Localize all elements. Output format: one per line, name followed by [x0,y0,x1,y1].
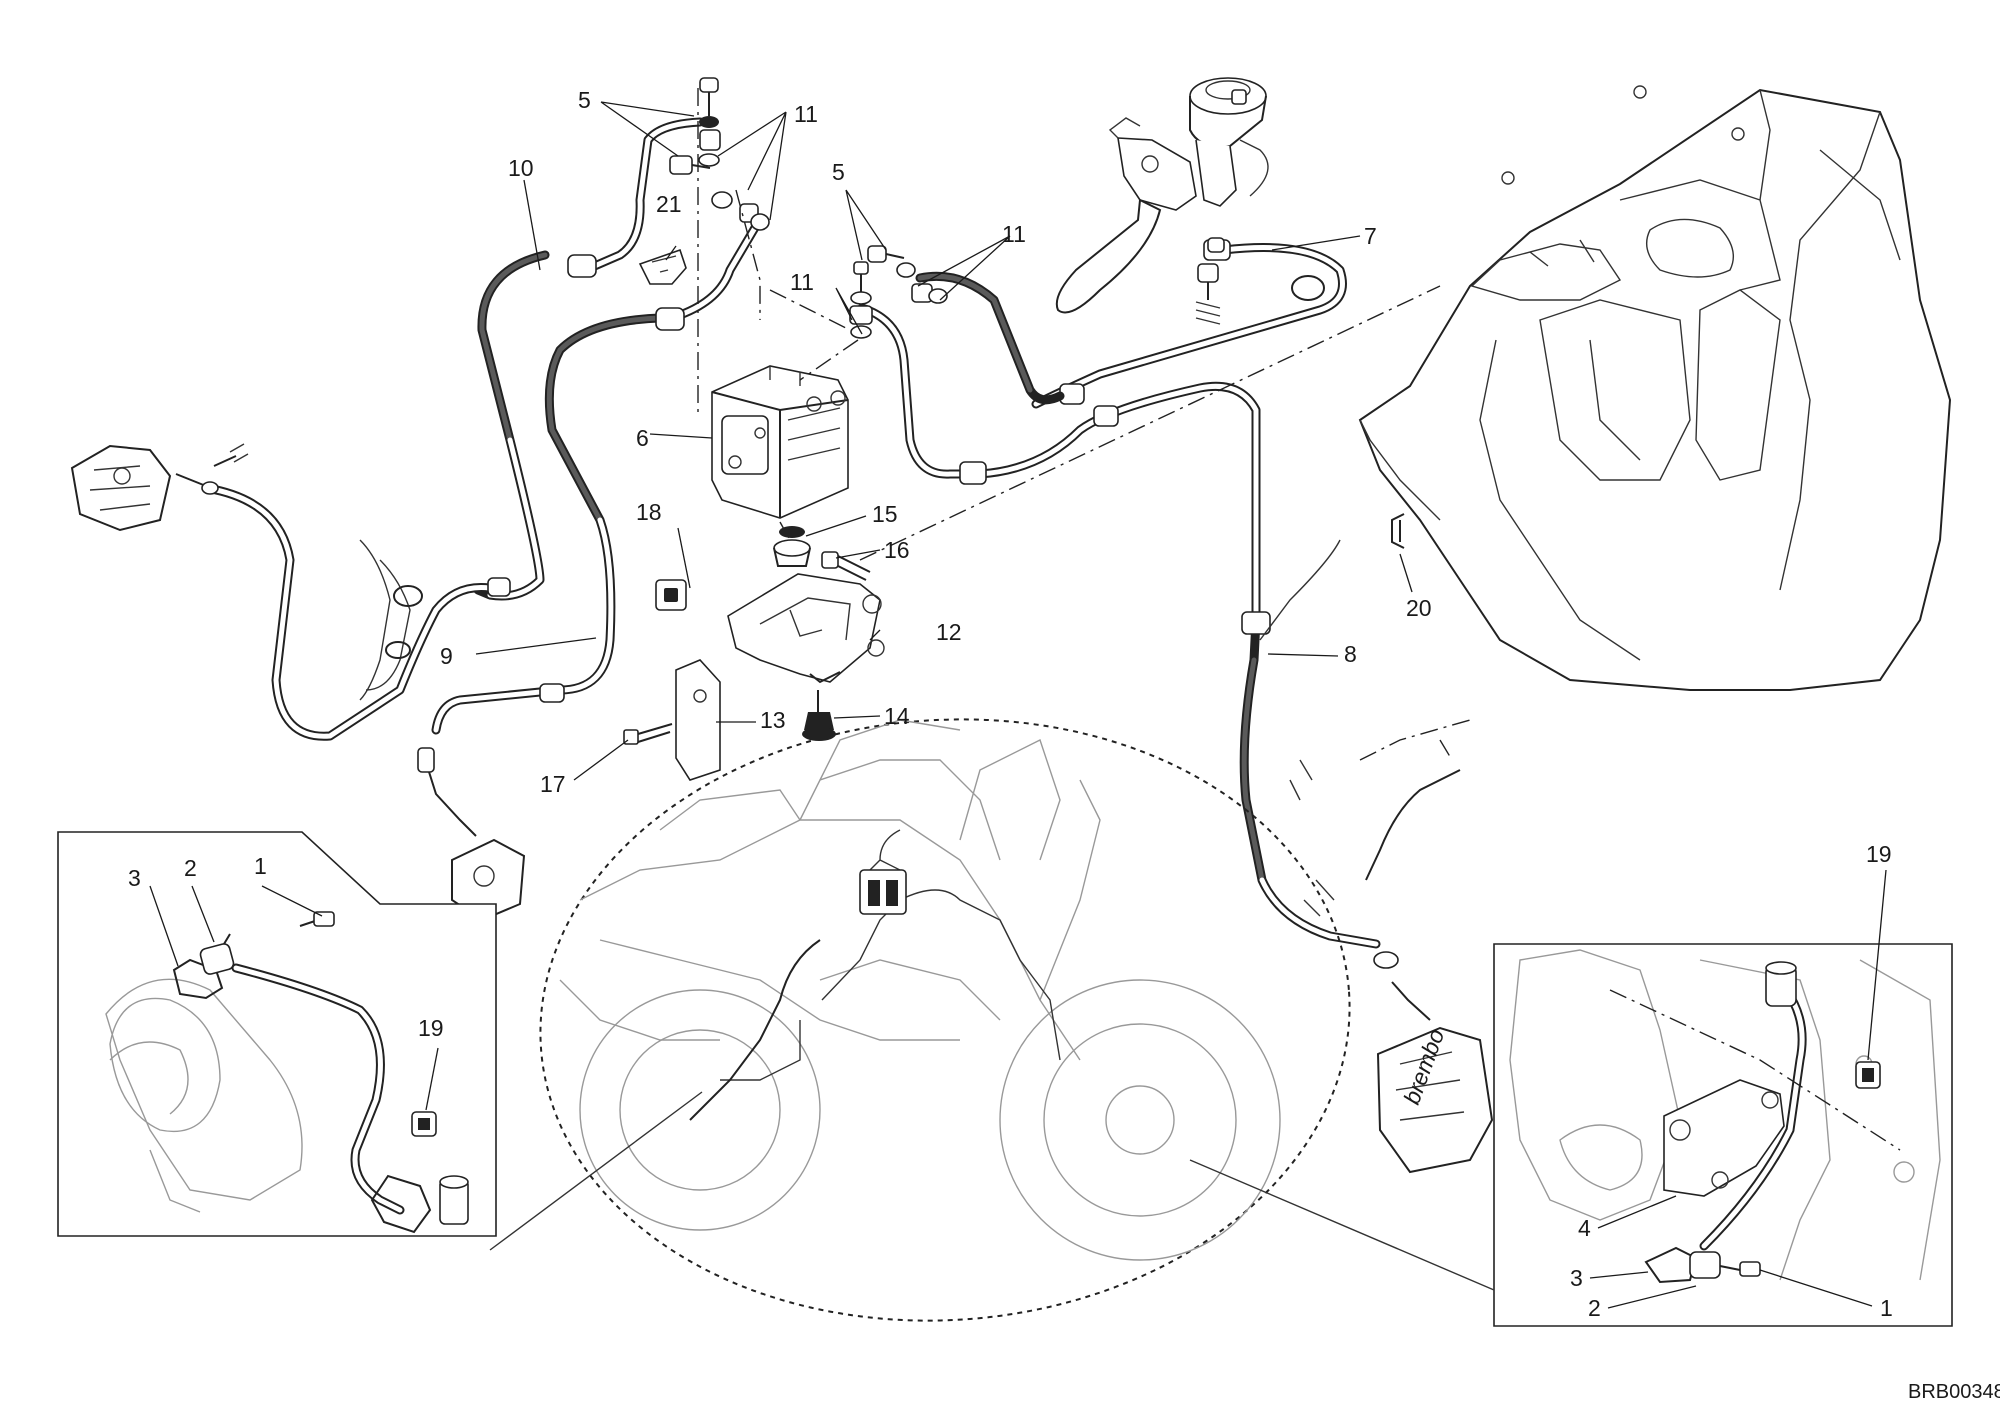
clip-20 [1391,513,1405,549]
callout-15: 15 [872,501,898,527]
rear-caliper-lower [417,747,526,929]
callout-8: 8 [1344,641,1357,667]
callout-20: 20 [1406,595,1432,621]
front-caliper: brembo [1303,879,1494,1174]
callout-16: 16 [884,537,910,563]
fork-brake-lines-dashed [1259,539,1471,881]
diagram-code: BRB00348 [1908,1381,2000,1403]
abs-modulator [711,365,849,519]
callout-19-left: 19 [418,1015,444,1041]
callout-14: 14 [884,703,910,729]
callout-2-right: 2 [1588,1295,1601,1321]
motorcycle-overview [539,718,1351,1322]
callout-1-left: 1 [254,853,267,879]
callout-4-right: 4 [1578,1215,1591,1241]
brake-hose-10 [473,117,705,601]
callout-9: 9 [440,643,453,669]
callout-11-middle-left: 11 [790,269,814,295]
leader-lines [149,101,1887,1309]
callout-18: 18 [636,499,662,525]
callout-11-upper-left: 11 [794,101,818,127]
bolt-16 [821,551,871,581]
abs-bracket [727,573,885,684]
callout-2-left: 2 [184,855,197,881]
bushing-14 [802,690,836,741]
wiring-harness [359,539,423,701]
brake-hose-7 [1031,239,1347,409]
callout-21: 21 [656,191,682,217]
airbox-assembly [1358,85,1952,691]
callout-11-middle-right: 11 [1002,221,1026,247]
callout-19-right: 19 [1866,841,1892,867]
caliper-brand-text: brembo [1398,1025,1449,1107]
callout-6: 6 [636,425,649,451]
brake-hose-8 [1239,611,1381,949]
front-master-cylinder [1055,77,1269,314]
cover-plate-13 [675,659,721,781]
callout-12: 12 [936,619,962,645]
rear-caliper-upper [70,443,249,532]
assembly-lines [697,88,1453,761]
callout-1-right: 1 [1880,1295,1893,1321]
callout-7: 7 [1364,223,1377,249]
callout-17: 17 [540,771,566,797]
banjo-fittings [669,77,1225,339]
callout-3-left: 3 [128,865,141,891]
grommet-15 [773,526,811,567]
callout-labels: 5 11 10 21 5 11 11 7 6 18 15 16 12 9 8 2… [128,87,2000,1403]
detail-box-rear-sensor [57,831,497,1237]
screw-17 [623,723,673,745]
detail-box-front-sensor [1493,943,1953,1327]
clip-18 [655,579,687,611]
callout-13: 13 [760,707,786,733]
rear-brake-hose [201,483,511,741]
callout-3-right: 3 [1570,1265,1583,1291]
callout-5-middle: 5 [832,159,845,185]
clip-21 [638,248,687,285]
callout-5-upper-left: 5 [578,87,591,113]
brake-hose-9 [431,221,761,735]
callout-10: 10 [508,155,534,181]
brake-hose-11-front [857,271,1261,625]
